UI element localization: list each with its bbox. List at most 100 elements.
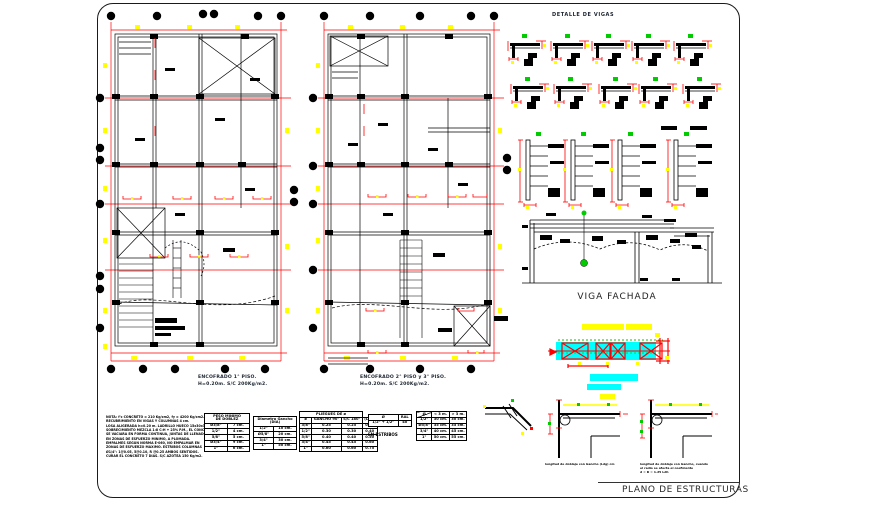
viga-fachada-blobs	[522, 213, 701, 281]
plan1-caption: ENCOFRADO 1° PISO. H=0.20m. S/C 200Kg/m2…	[198, 375, 267, 389]
table-cell: > 3 m.	[448, 411, 468, 418]
floor-plan-1	[95, 9, 299, 374]
plan1-stairs	[119, 240, 182, 328]
plan1-columns	[112, 34, 279, 347]
table-row: Ø5/8"35 cm.35 cm.	[415, 422, 468, 430]
note-line: NOTA: f'c CONCRETO = 210 Kg/cm2, fy = 42…	[106, 415, 205, 419]
corner-detail-c	[640, 399, 718, 458]
gancho-table-header: Diametro Gancho (DIA)	[253, 416, 297, 426]
table-cell: 0.45	[340, 439, 363, 447]
table-cell: 3/4"	[252, 437, 275, 444]
corner-detail-b-caption: longitud de doblaje con Gancho (Ldg) cm	[545, 462, 615, 466]
table-cell: 35 cm.	[448, 422, 468, 430]
plan2-axis-bubbles	[308, 11, 512, 374]
table-row: 3/4"30 cm.	[252, 437, 297, 444]
table-cell: 40	[397, 419, 412, 427]
pliegues-table-title: PLIEGUES DE ø	[299, 411, 363, 417]
table-cell: 0.30	[340, 428, 363, 436]
table-cell: 0.25	[340, 422, 363, 430]
table-cell: 50 cm.	[431, 434, 450, 441]
table-cell: Ø5/8"	[252, 431, 275, 439]
table-cell: 1/2"	[252, 425, 275, 433]
plan2-grid-lines	[318, 22, 504, 362]
table-cell: 10 cm.	[273, 425, 297, 433]
table-cell: 3/8"	[298, 422, 313, 430]
table-cell: 3/4"	[415, 428, 433, 436]
table-row: 1/2"10 cm.	[252, 425, 297, 433]
table-cell: 1/2"	[298, 428, 313, 436]
beam-details-grid	[507, 33, 722, 210]
sheet-border	[97, 3, 740, 498]
plan1-axis-bubbles	[95, 9, 299, 374]
doblez-table: Ø3/8"7 cm.1/2"4 cm.5/8"5 cm.Ø3/4"9 cm.1"…	[204, 422, 251, 453]
corner-detail-b	[548, 399, 628, 458]
plan2-subtitle: H=0.20m. S/C 200Kg/m2.	[360, 381, 430, 387]
plan2-rebar-marks	[363, 104, 488, 354]
floor-plan-2	[308, 11, 512, 374]
plan1-subtitle: H=0.20m. S/C 200Kg/m2.	[198, 381, 268, 387]
plan2-caption: ENCOFRADO 2° PISO y 3° PISO. H=0.20m. S/…	[360, 375, 446, 389]
column-x-boxes	[549, 338, 670, 368]
table-row: 1/2" + 1/2"40	[368, 419, 412, 427]
table-row: 1/2"4 cm.	[204, 428, 251, 436]
doblez-table-wrap: PESO MINIMO DE DOBLEZ Ø3/8"7 cm.1/2"4 cm…	[204, 413, 251, 453]
viga-fachada-label: VIGA FACHADA	[577, 292, 656, 302]
table-cell: 0.75	[361, 445, 378, 453]
note-line: ZONAS DE ESFUERZO MAXIMO. ESTRIBOS COLUM…	[106, 445, 202, 450]
table-cell: S/C 180°	[340, 416, 363, 424]
table-row: Ø3/4"9 cm.	[204, 439, 251, 447]
table-cell: 6 cm.	[226, 445, 251, 453]
table-cell: RAL	[397, 414, 412, 421]
table-cell: 5/8"	[298, 434, 313, 441]
table-row: 1"50 cm.	[252, 442, 297, 450]
viga-fachada-green-markers	[580, 210, 588, 267]
table-row: Ø5/8"20 cm.	[252, 431, 297, 439]
plan2-title: ENCOFRADO 2° PISO y 3° PISO.	[360, 375, 447, 380]
table-cell: Ø	[415, 411, 433, 418]
plan1-yellow-marks	[103, 25, 289, 360]
table-cell: 20 cm.	[273, 431, 297, 439]
table-cell: 30 cm.	[273, 437, 297, 444]
table-cell: 5 cm.	[226, 434, 251, 441]
table-row: 1"6 cm.	[204, 445, 251, 453]
estribos-caption: EN ESTRIBOS	[368, 431, 398, 437]
corner-detail-c-caption: longitud de doblaje con Gancho, cuando e…	[640, 462, 708, 474]
corner-detail-a	[483, 399, 533, 435]
table-cell: 9 cm.	[226, 439, 251, 447]
table-cell: 0.60	[340, 445, 363, 453]
table-cell: 1"	[415, 434, 433, 441]
table-cell: 7 cm.	[226, 422, 251, 430]
doblez-table-header: PESO MINIMO DE DOBLEZ	[204, 413, 250, 423]
general-notes: NOTA: f'c CONCRETO = 210 Kg/cm2, fy = 42…	[106, 415, 214, 458]
table-cell: 50 cm.	[273, 442, 297, 450]
table-cell: 0.60	[311, 445, 342, 453]
table-row: 1/2"30 cm.30 cm.	[415, 416, 468, 424]
table-cell: 1/2"	[415, 416, 433, 424]
note-line: SE VACIARA EN FORMA CONTINUA, JUNTAS DE …	[106, 432, 207, 437]
table-cell: 0.60	[361, 439, 378, 447]
plan1-title: ENCOFRADO 1° PISO.	[198, 375, 257, 380]
plan2-stairs	[399, 239, 423, 338]
plan2-rebar-dots	[374, 195, 479, 354]
table-cell: Ø	[368, 414, 399, 421]
table-cell: 45 cm.	[448, 428, 468, 436]
table-cell: 1"	[204, 445, 228, 453]
detail-yellow-dots	[578, 356, 669, 365]
empalme-table-wrap: Ø< 3 m.> 3 m.1/2"30 cm.30 cm.Ø5/8"35 cm.…	[415, 411, 468, 441]
note-line: EMPALMES SEGUN NORMA E-060, NO EMPALMAR …	[106, 440, 200, 445]
table-cell: 1/2" + 1/2"	[368, 419, 399, 427]
table-row: 1"50 cm.55 cm.	[415, 434, 468, 441]
plan1-grid-lines	[105, 22, 291, 362]
note-line: Ø1/4": 1@0.05, 5@0.10, R @0.25 AMBOS SEN…	[106, 449, 199, 454]
table-cell: ø	[298, 416, 313, 424]
note-line: CURAR EL CONCRETO 7 DIAS. S/C AZOTEA 150…	[106, 453, 203, 458]
table-row: Ø< 3 m.> 3 m.	[415, 411, 468, 418]
